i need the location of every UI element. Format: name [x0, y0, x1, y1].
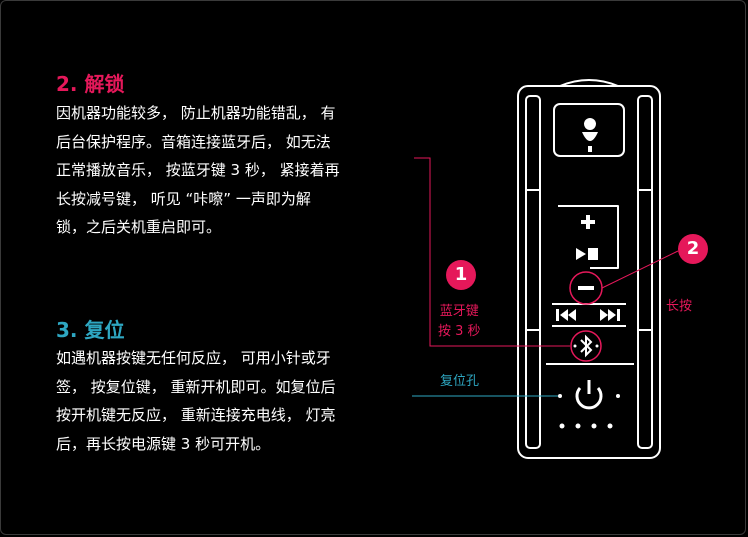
bluetooth-callout-label: 蓝牙键 按 3 秒 [438, 302, 481, 342]
speaker-right-rail [637, 95, 653, 449]
unlock-paragraph: 因机器功能较多， 防止机器功能错乱， 有 后台保护程序。音箱连接蓝牙后， 如无法… [56, 99, 416, 242]
reset-hole-dot [558, 394, 562, 398]
minus-icon [578, 286, 594, 290]
callout-badge-2: 2 [678, 234, 708, 264]
bluetooth-callout-line: 蓝牙键 [439, 304, 479, 319]
callout-badge-1: 1 [446, 260, 476, 290]
unlock-line: 因机器功能较多， 防止机器功能错乱， 有 [56, 104, 336, 122]
volume-panel-outline [558, 205, 619, 269]
logo-panel [553, 103, 625, 157]
reset-line: 按开机键无反应， 重新连接充电线， 灯亮 [56, 406, 336, 425]
battery-led-dots [559, 423, 613, 429]
bluetooth-callout-line: 按 3 秒 [438, 324, 481, 339]
long-press-label: 长按 [666, 299, 693, 314]
minus-leader-line [601, 250, 679, 289]
speaker-top-cap [559, 79, 619, 87]
power-icon [575, 380, 603, 410]
plus-icon [581, 215, 595, 229]
next-track-icon [600, 309, 620, 321]
unlock-heading: 2. 解锁 [56, 72, 125, 96]
reset-heading: 3. 复位 [56, 318, 125, 342]
brand-logo-icon [582, 118, 598, 152]
play-pause-icon [576, 248, 598, 260]
previous-track-icon [556, 309, 576, 321]
unlock-line: 长按减号键， 听见 “咔嚓” 一声即为解 [56, 189, 311, 208]
reset-line: 后，再长按电源键 3 秒可开机。 [56, 434, 271, 453]
speaker-left-rail [525, 95, 541, 449]
reset-line: 如遇机器按键无任何反应， 可用小针或牙 [56, 349, 331, 367]
bluetooth-button-highlight [570, 330, 602, 362]
bluetooth-leader-line [414, 157, 570, 347]
unlock-line: 正常播放音乐， 按蓝牙键 3 秒， 紧接着再 [56, 161, 340, 180]
unlock-line: 锁，之后关机重启即可。 [56, 218, 222, 237]
unlock-line: 后台保护程序。音箱连接蓝牙后， 如无法 [56, 132, 331, 151]
reset-paragraph: 如遇机器按键无任何反应， 可用小针或牙 签， 按复位键， 重新开机即可。如复位后… [56, 344, 416, 458]
speaker-body-outline [517, 85, 661, 459]
bluetooth-icon [580, 334, 593, 358]
reset-line: 签， 按复位键， 重新开机即可。如复位后 [56, 377, 336, 396]
reset-hole-label: 复位孔 [440, 374, 480, 389]
